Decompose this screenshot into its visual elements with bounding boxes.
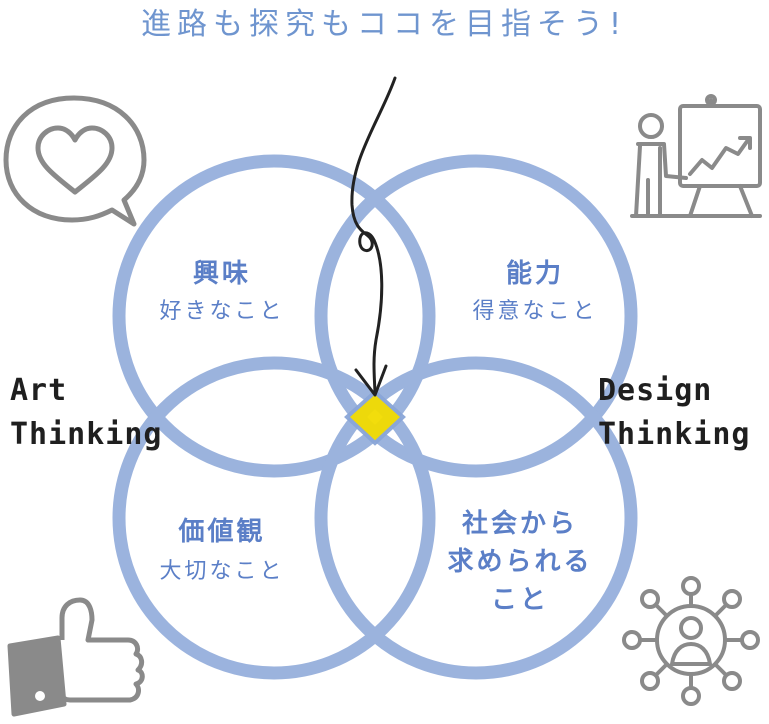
circle-society [314, 356, 638, 680]
network-person-icon [622, 576, 760, 706]
art-thinking-line1: Art [10, 373, 67, 408]
pointing-arrow [350, 76, 397, 397]
center-highlight [344, 389, 406, 446]
zone-interest-title: 興味 [193, 259, 251, 289]
venn-circles [112, 154, 638, 680]
design-thinking-line2: Thinking [598, 417, 751, 452]
circle-ability [314, 154, 638, 478]
zone-society-line2: 求められる [447, 547, 592, 577]
zone-interest-sub: 好きなこと [159, 299, 284, 324]
zone-society-line3: こと [491, 585, 549, 615]
zone-society-line1: 社会から [462, 508, 578, 539]
circle-interest [112, 154, 436, 478]
zone-values-sub: 大切なこと [159, 559, 284, 584]
heart-speech-bubble-icon [3, 95, 147, 227]
zone-ability-sub: 得意なこと [472, 299, 597, 324]
heading-text: 進路も探究もココを目指そう! [141, 7, 627, 42]
thumbs-up-icon [7, 597, 145, 717]
zone-values-title: 価値観 [177, 516, 265, 547]
circle-values [112, 356, 436, 680]
presentation-chart-icon [630, 94, 762, 218]
art-thinking-line2: Thinking [10, 417, 163, 452]
design-thinking-line1: Design [598, 373, 712, 408]
zone-ability-title: 能力 [506, 258, 564, 289]
